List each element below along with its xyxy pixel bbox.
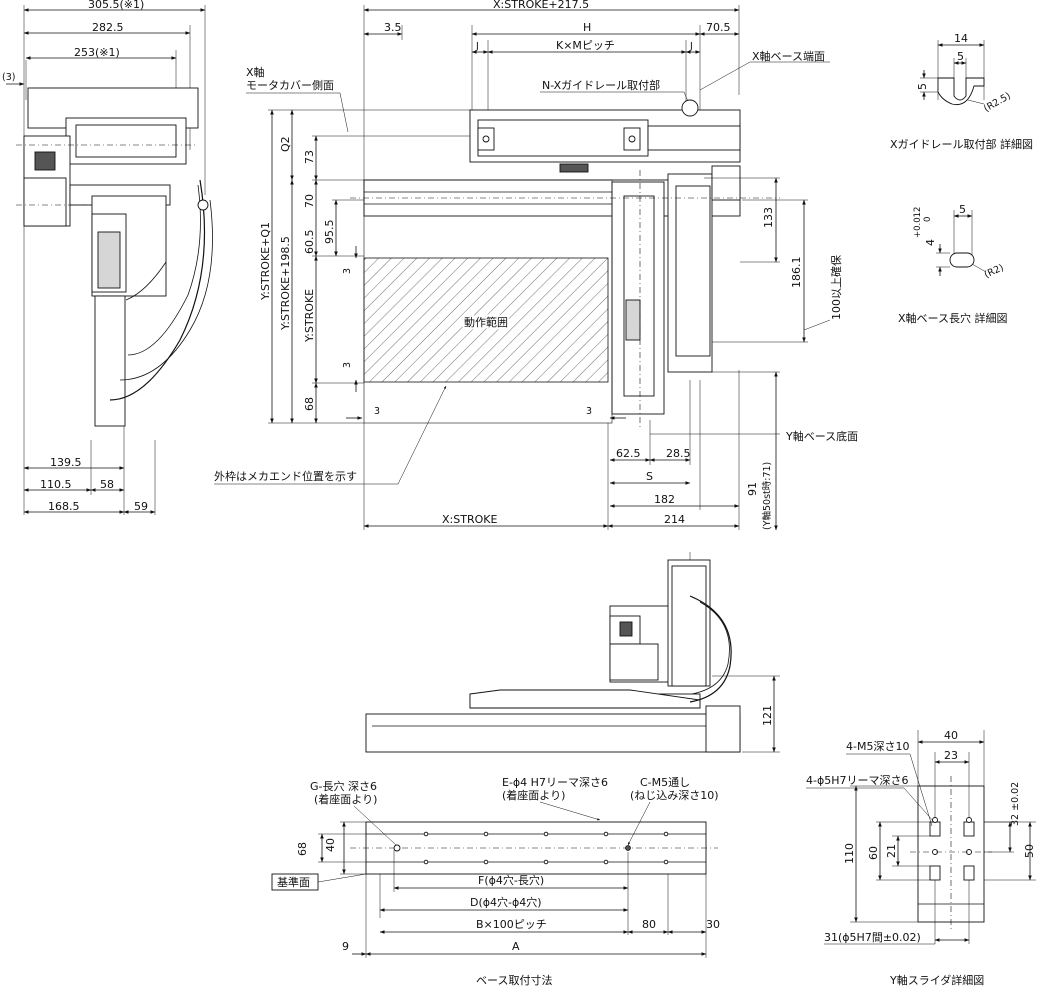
dim-s: S — [646, 470, 653, 483]
slider-label-pin: 4-ϕ5H7リーマ深さ6 — [806, 774, 909, 787]
dim-3-5: 3.5 — [384, 21, 402, 34]
dim-km: K×Mピッチ — [556, 39, 615, 52]
dim-182: 182 — [654, 493, 675, 506]
x-guide-dim-5v: 5 — [916, 83, 929, 90]
x-slot-caption: X軸ベース長穴 詳細図 — [898, 311, 1007, 325]
dim-58: 58 — [100, 478, 114, 491]
x-slot-dim-4: 4 — [924, 239, 937, 246]
dim-3-b: 3 — [342, 362, 353, 368]
base-dim-30: 30 — [706, 918, 720, 931]
detail-x-guide: 14 5 5 (R2.5) Xガイドレール取付部 詳細図 — [890, 32, 1033, 151]
label-outer-frame: 外枠はメカエンド位置を示す — [214, 469, 357, 483]
dim-59: 59 — [134, 500, 148, 513]
x-slot-tol0: 0 — [923, 217, 933, 222]
base-dim-40: 40 — [324, 838, 337, 852]
dim-ystroke-q1: Y:STROKE+Q1 — [259, 222, 272, 301]
left-side-view: 305.5(※1) 282.5 253(※1) (3) 139.5 110.5 … — [2, 0, 213, 515]
x-guide-dim-5: 5 — [957, 50, 964, 63]
base-ref: 基準面 — [277, 875, 310, 889]
slider-dim-40: 40 — [944, 729, 958, 742]
dim-3-a: 3 — [342, 268, 353, 274]
dim-y50: (Y軸50st時:71) — [761, 462, 773, 530]
dim-h: H — [583, 21, 591, 34]
dim-62-5: 62.5 — [616, 447, 641, 460]
dim-xstroke-bottom: X:STROKE — [442, 513, 497, 526]
slider-dim-21: 21 — [885, 844, 898, 858]
dim-xstroke-top: X:STROKE+217.5 — [493, 0, 589, 11]
side-dim-121: 121 — [761, 705, 774, 726]
slider-dim-23: 23 — [944, 749, 958, 762]
top-view: X:STROKE+217.5 3.5 H 70.5 J K×Mピッチ J X軸ベ… — [214, 0, 858, 531]
slider-dim-31: 31(ϕ5H7間±0.02) — [824, 931, 921, 944]
label-motor-side: モータカバー側面 — [246, 79, 334, 92]
dim-110: 110.5 — [40, 478, 72, 491]
dim-305: 305.5(※1) — [88, 0, 144, 11]
dim-j-right: J — [689, 41, 693, 52]
slider-dim-110: 110 — [843, 843, 856, 864]
dim-70-5: 70.5 — [706, 21, 731, 34]
slider-dim-50: 50 — [1023, 844, 1036, 858]
x-slot-dim-5: 5 — [959, 203, 966, 216]
side-view: 121 — [365, 552, 780, 753]
dim-214: 214 — [664, 513, 685, 526]
base-dim-a: A — [512, 940, 520, 953]
dim-282: 282.5 — [92, 21, 124, 34]
dim-186: 186.1 — [790, 257, 803, 289]
x-guide-dim-14: 14 — [954, 32, 968, 45]
base-label-g2: (着座面より) — [314, 792, 377, 806]
dim-60-5: 60.5 — [303, 230, 316, 255]
label-range: 動作範囲 — [464, 315, 508, 329]
x-slot-tol: +0.012 — [913, 207, 923, 238]
label-xbase-end: X軸ベース端面 — [752, 49, 825, 63]
base-dim-f: F(ϕ4穴-長穴) — [478, 873, 544, 887]
base-label-e: E-ϕ4 H7リーマ深さ6 — [502, 776, 608, 789]
slider-dim-32: 32 ±0.02 — [1010, 782, 1021, 826]
label-x-axis: X軸 — [246, 65, 265, 79]
dim-91: 91 — [746, 482, 759, 496]
x-guide-r: (R2.5) — [982, 91, 1013, 115]
label-100: 100以上確保 — [829, 255, 843, 320]
dim-q2: Q2 — [279, 136, 292, 152]
label-nx: N-Xガイドレール取付部 — [542, 78, 660, 92]
dim-133: 133 — [762, 207, 775, 228]
slider-dim-60: 60 — [867, 846, 880, 860]
dim-70: 70 — [303, 194, 316, 208]
base-label-g: G-長穴 深さ6 — [310, 779, 377, 793]
dim-253: 253(※1) — [74, 46, 120, 59]
base-dim-9: 9 — [342, 940, 349, 953]
dim-28-5: 28.5 — [666, 447, 691, 460]
base-caption: ベース取付寸法 — [476, 973, 552, 986]
dim-ystroke-198: Y:STROKE+198.5 — [279, 236, 292, 331]
slider-detail: 40 23 4-M5深さ10 4-ϕ5H7リーマ深さ6 32 ±0.02 50 … — [806, 729, 1036, 986]
dim-ystroke: Y:STROKE — [303, 289, 316, 343]
dim-168: 168.5 — [48, 500, 80, 513]
dim-73: 73 — [303, 150, 316, 164]
x-slot-r: (R2) — [983, 262, 1006, 280]
dim-3-c: 3 — [374, 406, 380, 417]
dim-3-d: 3 — [586, 406, 592, 417]
detail-x-slot: 5 4 +0.012 0 (R2) X軸ベース長穴 詳細図 — [898, 203, 1007, 325]
dim-3-left: (3) — [2, 72, 15, 83]
base-dim-80: 80 — [642, 918, 656, 931]
base-dim-68: 68 — [296, 842, 309, 856]
base-dim-d: D(ϕ4穴-ϕ4穴) — [470, 895, 542, 909]
dim-68-top: 68 — [303, 397, 316, 411]
base-dim-b: B×100ピッチ — [476, 918, 547, 931]
base-label-c2: (ねじ込み深さ10) — [630, 789, 719, 802]
base-label-e2: (着座面より) — [502, 788, 565, 802]
slider-label-m5: 4-M5深さ10 — [846, 740, 909, 753]
dim-95-5: 95.5 — [323, 220, 336, 245]
dim-j-left: J — [475, 41, 479, 52]
label-ybase-bottom: Y軸ベース底面 — [785, 429, 858, 443]
base-label-c: C-M5通し — [640, 776, 690, 789]
slider-caption: Y軸スライダ詳細図 — [889, 973, 984, 986]
dim-139: 139.5 — [50, 456, 82, 469]
x-guide-caption: Xガイドレール取付部 詳細図 — [890, 137, 1033, 151]
base-view: 68 40 基準面 G-長穴 深さ6 (着座面より) E-ϕ4 H7リーマ深さ6… — [271, 776, 720, 986]
